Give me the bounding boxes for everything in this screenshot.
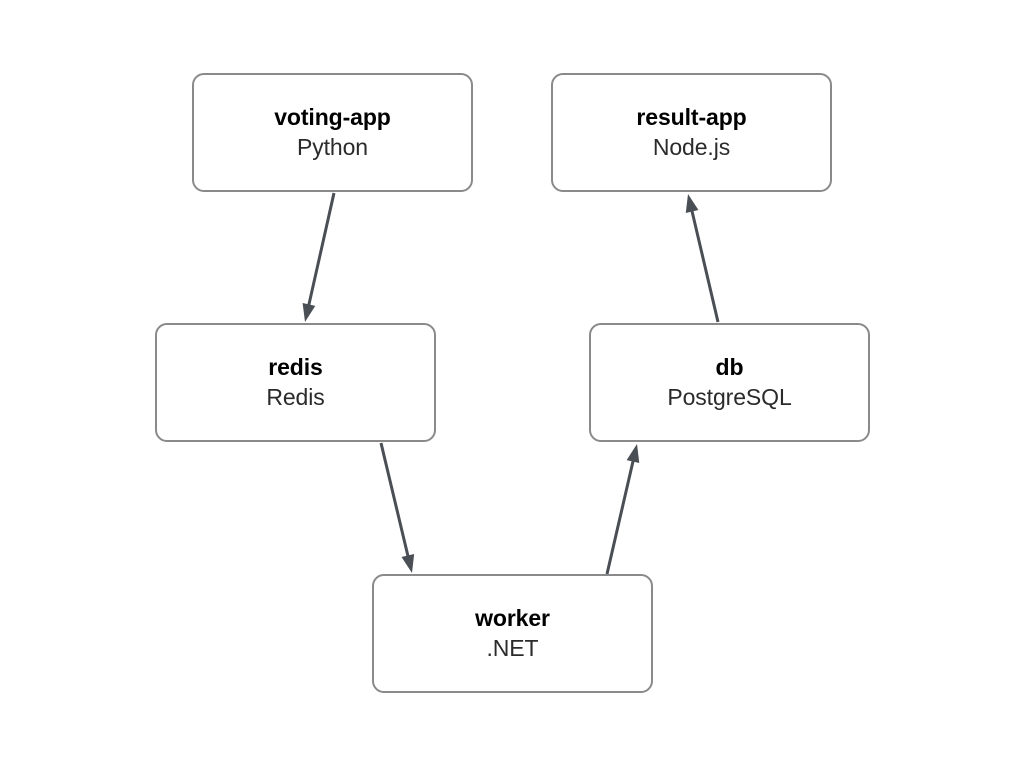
- edge-redis-to-worker: [379, 442, 415, 573]
- node-subtitle: PostgreSQL: [667, 383, 792, 410]
- edge-worker-to-db: [605, 444, 640, 575]
- edge-line: [379, 442, 411, 560]
- node-subtitle: Node.js: [652, 133, 731, 160]
- edge-db-to-result-app: [685, 194, 720, 323]
- node-subtitle: Python: [296, 133, 368, 160]
- arrowhead-icon: [626, 444, 640, 464]
- node-worker[interactable]: worker .NET: [372, 574, 653, 693]
- node-db[interactable]: db PostgreSQL: [589, 323, 870, 442]
- edge-line: [689, 207, 720, 323]
- node-title: voting-app: [274, 104, 391, 131]
- node-redis[interactable]: redis Redis: [155, 323, 436, 442]
- edge-line: [605, 457, 636, 575]
- node-title: redis: [268, 354, 323, 381]
- node-subtitle: .NET: [486, 634, 539, 661]
- node-title: result-app: [636, 104, 747, 131]
- edge-voting-app-to-redis: [302, 192, 336, 322]
- arrowhead-icon: [401, 553, 415, 573]
- node-voting-app[interactable]: voting-app Python: [192, 73, 473, 192]
- arrowhead-icon: [685, 194, 699, 214]
- node-title: worker: [475, 605, 550, 632]
- node-result-app[interactable]: result-app Node.js: [551, 73, 832, 192]
- node-title: db: [715, 354, 744, 381]
- arrowhead-icon: [302, 303, 316, 322]
- edge-line: [306, 192, 336, 309]
- node-subtitle: Redis: [266, 383, 325, 410]
